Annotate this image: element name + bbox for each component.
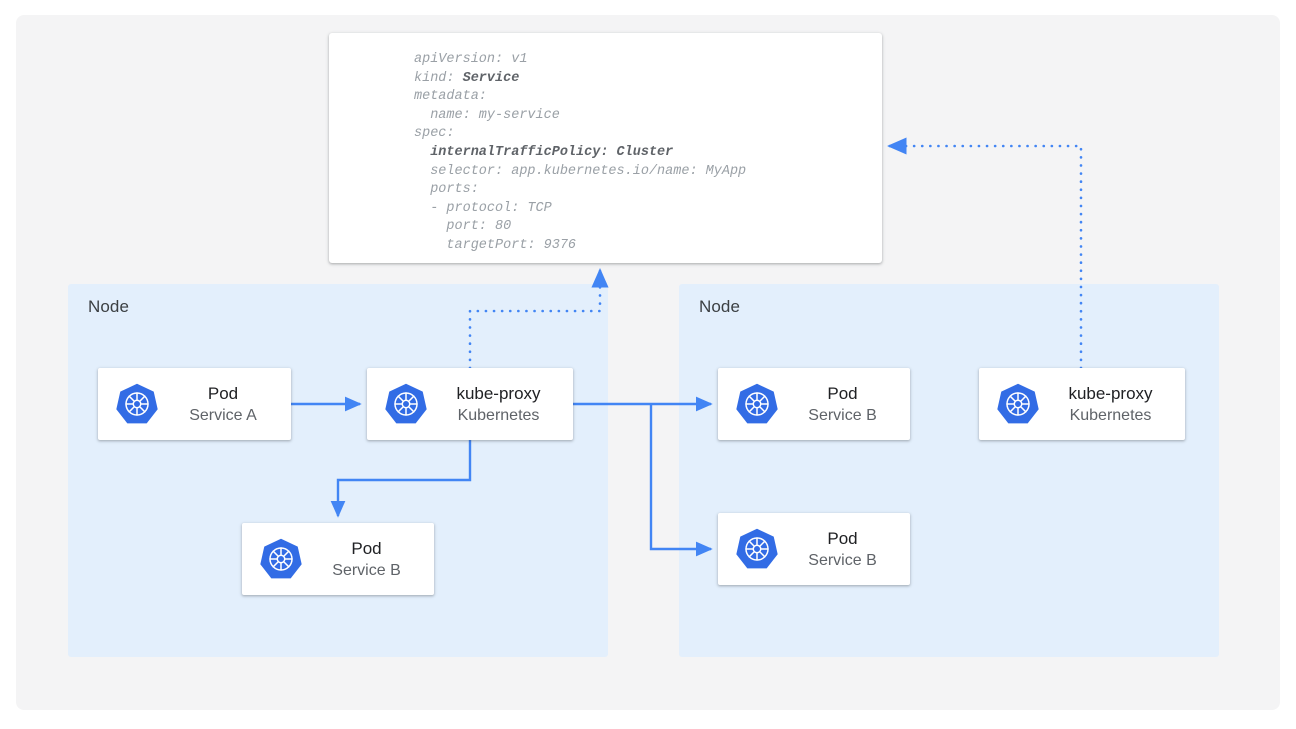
card-text: kube-proxy Kubernetes [1040, 383, 1185, 426]
manifest-line: port: 80 [414, 219, 512, 235]
kubernetes-icon [384, 382, 428, 426]
manifest-line: apiVersion: v1 [414, 52, 528, 67]
kubernetes-icon [996, 382, 1040, 426]
card-text: Pod Service B [303, 538, 434, 581]
card-title: Pod [827, 528, 858, 548]
manifest-line: ports: [414, 182, 479, 198]
manifest-line: spec: [414, 126, 455, 142]
manifest-line: internalTrafficPolicy: Cluster [414, 144, 674, 160]
service-manifest-panel: apiVersion: v1 kind: Service metadata: n… [329, 33, 882, 263]
card-pod-service-a[interactable]: Pod Service A [98, 368, 291, 440]
card-pod-service-b-left-node[interactable]: Pod Service B [242, 523, 434, 595]
kubernetes-icon [115, 382, 159, 426]
manifest-line: selector: app.kubernetes.io/name: MyApp [414, 163, 747, 179]
card-text: Pod Service B [779, 383, 910, 426]
manifest-line: targetPort: 9376 [414, 237, 577, 253]
card-subtitle: Service B [332, 561, 401, 579]
node-label-right: Node [699, 297, 741, 316]
card-kube-proxy-left[interactable]: kube-proxy Kubernetes [367, 368, 573, 440]
card-pod-service-b-right-node-bottom[interactable]: Pod Service B [718, 513, 910, 585]
card-subtitle: Service B [808, 551, 877, 569]
card-text: Pod Service A [159, 383, 291, 426]
card-pod-service-b-right-node-top[interactable]: Pod Service B [718, 368, 910, 440]
manifest-line: name: my-service [414, 107, 560, 123]
kubernetes-icon [735, 527, 779, 571]
card-subtitle: Kubernetes [457, 406, 540, 424]
card-title: Pod [351, 538, 382, 558]
card-subtitle: Service B [808, 406, 877, 424]
card-title: Pod [827, 383, 858, 403]
manifest-line: - protocol: TCP [414, 200, 552, 216]
card-subtitle: Service A [189, 406, 257, 424]
node-group-left: Node [68, 284, 608, 657]
card-kube-proxy-right[interactable]: kube-proxy Kubernetes [979, 368, 1185, 440]
node-group-right: Node [679, 284, 1219, 657]
card-text: Pod Service B [779, 528, 910, 571]
card-text: kube-proxy Kubernetes [428, 383, 573, 426]
kubernetes-icon [259, 537, 303, 581]
node-label-left: Node [88, 297, 130, 316]
manifest-line: metadata: [414, 89, 487, 105]
card-title: kube-proxy [456, 383, 541, 403]
card-title: kube-proxy [1068, 383, 1153, 403]
manifest-line: kind: Service [414, 70, 520, 86]
card-title: Pod [207, 383, 239, 403]
service-manifest-code: apiVersion: v1 kind: Service metadata: n… [414, 51, 746, 256]
kubernetes-icon [735, 382, 779, 426]
card-subtitle: Kubernetes [1069, 406, 1152, 424]
